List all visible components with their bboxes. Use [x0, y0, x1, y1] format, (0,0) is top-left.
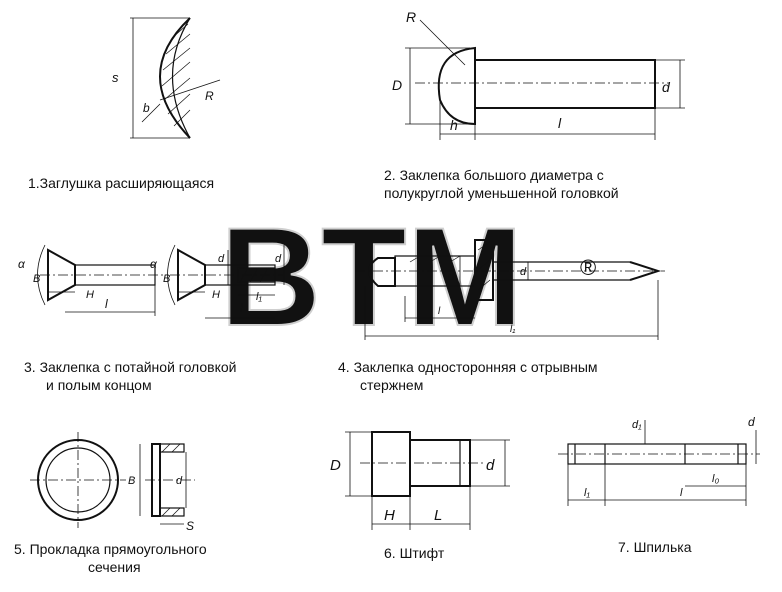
part5-label-B: B	[128, 475, 135, 487]
part2-caption-line2: полукруглой уменьшенной головкой	[384, 185, 619, 201]
part3-label-l1: l	[105, 297, 108, 311]
part3-label-alpha2: α	[150, 257, 158, 271]
part3-caption: 3. Заклепка с потайной головкой	[24, 359, 237, 375]
part4-label-d-rod: d	[520, 266, 527, 278]
part1-label-s: s	[112, 70, 119, 85]
part7-drawing: d₁ d l₀ l₁ l	[558, 415, 760, 506]
part1-label-R: R	[205, 89, 214, 103]
part4-label-l1: l₁	[510, 324, 515, 335]
part4-caption: 4. Заклепка односторонняя с отрывным	[338, 359, 598, 375]
part5-caption-line2: сечения	[88, 559, 141, 575]
part3-label-H1: H	[86, 289, 94, 301]
part3-label-d1: d	[275, 253, 282, 265]
part3-label-B2: B	[163, 273, 170, 285]
part3-label-l1sub: l₁	[256, 291, 262, 303]
part3-drawing: α B H l α B H l d d l₁	[18, 244, 285, 319]
part2-label-d: d	[662, 79, 671, 95]
part5-drawing: B d S	[30, 432, 195, 533]
part6-label-d: d	[486, 457, 495, 474]
part7-caption: 7. Шпилька	[618, 539, 692, 555]
part2-label-R: R	[406, 9, 416, 25]
part3-label-d: d	[218, 253, 225, 265]
part7-label-l: l	[680, 487, 683, 499]
part6-label-H: H	[384, 507, 395, 524]
part5-label-d: d	[176, 475, 183, 487]
part4-drawing: d d l l₁	[355, 239, 665, 340]
part6-label-D: D	[330, 457, 341, 474]
part5-caption: 5. Прокладка прямоугольного	[14, 541, 207, 557]
part7-label-l1: l₁	[584, 487, 590, 499]
part7-label-d1: d₁	[632, 419, 642, 431]
part5-label-S: S	[186, 519, 194, 533]
part3-caption-line2: и полым концом	[46, 377, 152, 393]
part6-label-L: L	[434, 507, 442, 524]
part3-label-B1: B	[33, 273, 40, 285]
part6-caption: 6. Штифт	[384, 545, 445, 561]
part2-label-h: h	[450, 117, 458, 133]
part1-caption: 1.Заглушка расширяющаяся	[28, 175, 215, 191]
part2-label-D: D	[392, 77, 402, 93]
part4-label-d: d	[448, 269, 455, 283]
part1-drawing: s b R	[112, 17, 221, 139]
watermark-registered: ®	[580, 255, 596, 280]
part4-caption-line2: стержнем	[360, 377, 424, 393]
part7-label-l0: l₀	[712, 473, 719, 485]
part1-label-b: b	[143, 101, 150, 115]
part2-caption: 2. Заклепка большого диаметра с	[384, 167, 604, 183]
part3-label-alpha1: α	[18, 257, 26, 271]
part6-drawing: D d H L	[330, 431, 510, 530]
part7-label-d: d	[748, 415, 755, 429]
part3-label-l2: l	[240, 301, 243, 315]
part4-label-l: l	[438, 306, 441, 317]
part3-label-H2: H	[212, 289, 220, 301]
part2-drawing: D R h l d	[392, 9, 685, 140]
watermark-text: BTM	[220, 198, 523, 355]
part2-label-l: l	[558, 115, 562, 131]
